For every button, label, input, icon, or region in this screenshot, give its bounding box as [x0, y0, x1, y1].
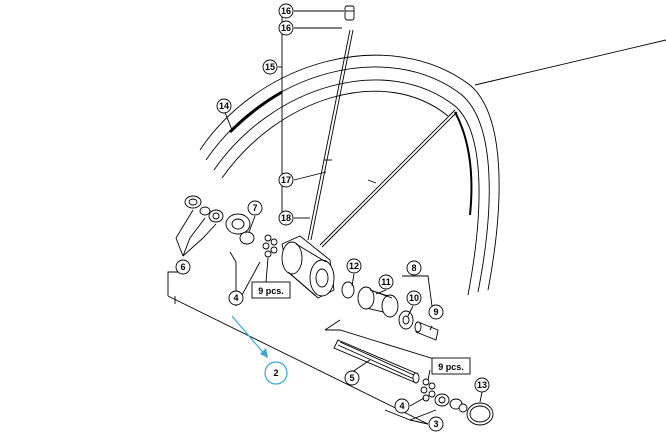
svg-text:9: 9: [433, 307, 438, 317]
spoke-nipple: [344, 5, 355, 21]
callout-8: 8: [406, 260, 422, 276]
svg-text:16: 16: [281, 6, 291, 16]
svg-text:14: 14: [219, 101, 229, 111]
pcs-box-rear: 9 pcs.: [431, 357, 471, 375]
svg-text:11: 11: [381, 277, 391, 287]
callout-4: 4: [394, 398, 410, 414]
hub-body: [281, 235, 335, 299]
spoke-washers-front: [262, 234, 278, 258]
callout-16: 16: [278, 20, 294, 36]
callout-13: 13: [474, 377, 490, 393]
callout-3: 3: [428, 416, 444, 432]
callout-7: 7: [247, 200, 263, 216]
svg-text:15: 15: [265, 62, 275, 72]
svg-text:10: 10: [409, 293, 419, 303]
svg-text:5: 5: [349, 373, 354, 383]
callout-14: 14: [216, 98, 232, 114]
callout-10: 10: [406, 290, 422, 306]
callout-12: 12: [346, 258, 362, 274]
end-cap-parts: [434, 393, 494, 426]
callout-18: 18: [278, 210, 294, 226]
callout-15: 15: [262, 59, 278, 75]
spoke-washers-rear: [420, 378, 436, 402]
svg-text:7: 7: [252, 203, 257, 213]
freehub-parts: [341, 281, 439, 341]
svg-text:12: 12: [349, 261, 359, 271]
svg-text:9 pcs.: 9 pcs.: [258, 286, 284, 296]
callout-4: 4: [228, 290, 244, 306]
svg-text:6: 6: [180, 262, 185, 272]
freehub-lower-bracket: [324, 319, 471, 371]
svg-text:3: 3: [433, 419, 438, 429]
axle-parts-left: [184, 195, 255, 245]
svg-text:4: 4: [233, 293, 238, 303]
lower-brackets: [384, 397, 437, 425]
callout-16: 16: [278, 3, 294, 19]
svg-text:9 pcs.: 9 pcs.: [438, 362, 464, 372]
svg-text:18: 18: [281, 213, 291, 223]
pcs-box-front: 9 pcs.: [251, 281, 291, 299]
callout-6-bracket: [175, 209, 217, 257]
svg-text:4: 4: [399, 401, 404, 411]
spokes: [307, 29, 458, 248]
highlight-callout-2: [231, 315, 288, 385]
axle: [333, 339, 420, 384]
callout-11: 11: [378, 274, 394, 290]
callout-6: 6: [175, 259, 191, 275]
svg-text:8: 8: [411, 263, 416, 273]
svg-text:13: 13: [477, 380, 487, 390]
svg-text:2: 2: [273, 368, 278, 378]
callout-17: 17: [278, 172, 294, 188]
callout-2: 2: [273, 368, 278, 378]
callout-9: 9: [428, 304, 444, 320]
callout-5: 5: [344, 370, 360, 386]
svg-text:16: 16: [281, 23, 291, 33]
rim: [199, 39, 666, 296]
svg-text:17: 17: [281, 175, 291, 185]
freehub-callout-leaders: [351, 273, 433, 331]
